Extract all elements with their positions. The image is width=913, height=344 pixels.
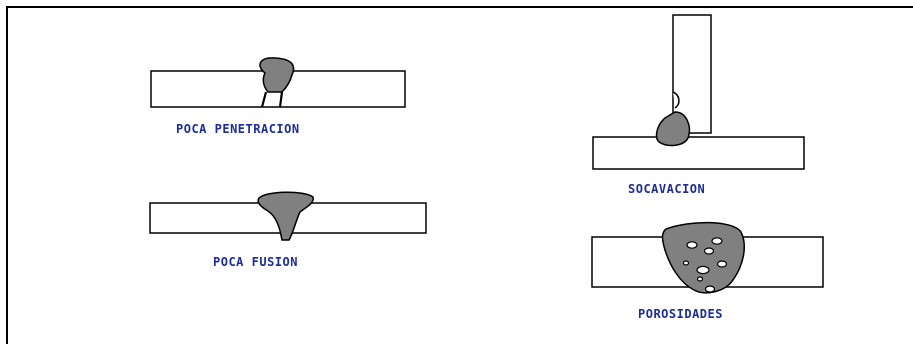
poca-penetracion-diagram: POCA PENETRACION (150, 57, 406, 136)
weld-bead (259, 57, 295, 93)
poca-penetracion-label: POCA PENETRACION (176, 122, 300, 136)
socavacion-label: SOCAVACION (628, 182, 705, 196)
weld-bead (257, 191, 314, 241)
base-plate (592, 136, 805, 170)
figure-frame (6, 6, 913, 344)
undercut (672, 91, 680, 109)
porosidades-label: POROSIDADES (638, 307, 723, 321)
porosidades-diagram: POROSIDADES (591, 221, 824, 321)
poca-fusion-diagram: POCA FUSION (149, 191, 427, 269)
weld-bead (661, 221, 745, 294)
root-gap (260, 91, 284, 108)
right-margin (826, 8, 906, 338)
socavacion-diagram: SOCAVACION (592, 14, 805, 196)
weld-bead (655, 111, 691, 147)
poca-fusion-label: POCA FUSION (213, 255, 298, 269)
pores (682, 237, 728, 293)
